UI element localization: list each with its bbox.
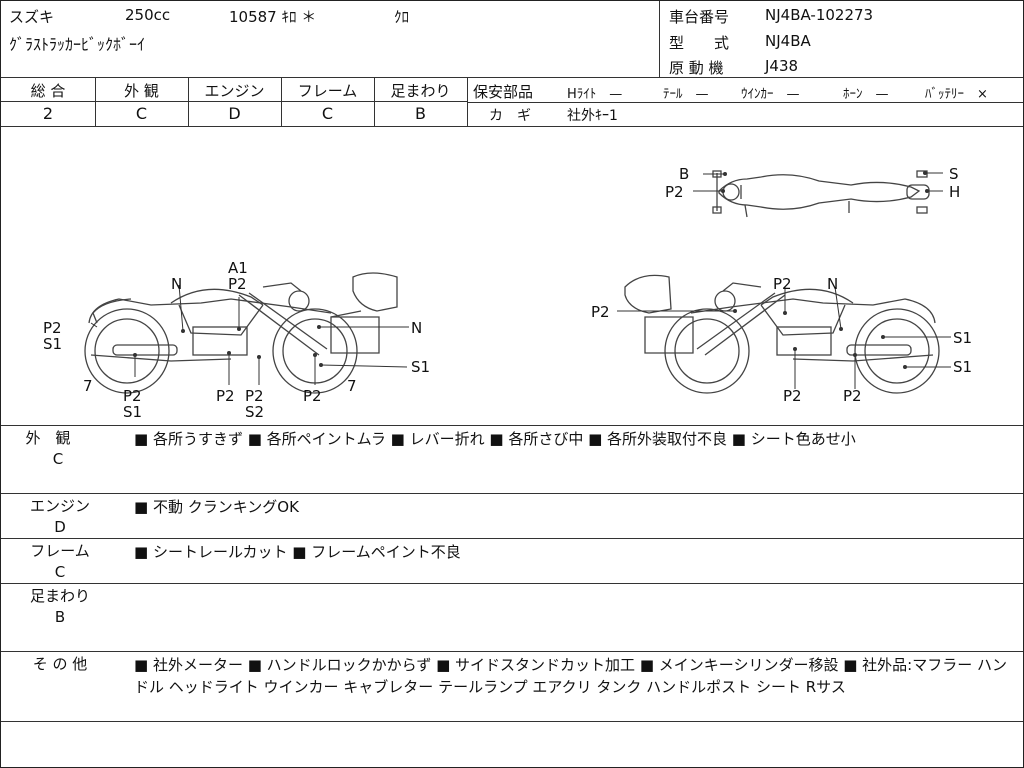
diagram-label: S1 (953, 358, 972, 376)
engine-value: J438 (765, 57, 799, 75)
remark-text-engine: ■ 不動 クランキングOK (134, 498, 299, 516)
diagram-label: P2 (843, 387, 862, 405)
remark-label-engine: エンジン (29, 497, 90, 515)
remark-text-frame: ■ シートレールカット ■ フレームペイント不良 (134, 543, 461, 561)
safety-battery: ﾊﾞｯﾃﾘｰ × (925, 87, 988, 102)
diagram-label: P2 (245, 387, 264, 405)
diagram-label: S1 (953, 329, 972, 347)
frame-no-label: 車台番号 (669, 8, 730, 26)
remark-text-other: ■ 社外メーター ■ ハンドルロックかからず ■ サイドスタンドカット加工 ■ … (134, 656, 1008, 696)
diagram-label: 7 (83, 377, 93, 395)
safety-headlight: Hﾗｲﾄ — (567, 87, 623, 102)
diagram-label: N (411, 319, 422, 337)
diagram-label: P2 (43, 319, 62, 337)
diagram-label: P2 (783, 387, 802, 405)
type-value: NJ4BA (765, 32, 811, 50)
model-name: ｸﾞﾗｽﾄﾗｯｶｰﾋﾞｯｸﾎﾞｰｲ (9, 35, 146, 54)
diagram-label: S1 (123, 403, 142, 421)
safety-label: 保安部品 (473, 83, 534, 101)
grade-value-exterior: C (135, 104, 148, 123)
displacement: 250cc (125, 6, 171, 24)
frame-no: NJ4BA-102273 (765, 6, 874, 24)
diagram-label: A1 (228, 259, 248, 277)
maker-name: スズキ (9, 8, 55, 26)
diagram-label: 7 (347, 377, 357, 395)
diagram-label: P2 (591, 303, 610, 321)
diagram-label: P2 (665, 183, 684, 201)
diagram-label: S2 (245, 403, 264, 421)
diagram-label: N (171, 275, 182, 293)
diagram-label: P2 (228, 275, 247, 293)
key-value: 社外ｷｰ1 (567, 108, 618, 124)
grade-value-overall: 2 (42, 104, 54, 123)
motorcycle-right-view (624, 274, 940, 394)
diagram-label: P2 (773, 275, 792, 293)
key-label: カ ギ (489, 108, 531, 124)
grade-value-frame: C (321, 104, 334, 123)
diagram-label: S (949, 165, 959, 183)
grade-label-suspension: 足まわり (390, 82, 451, 100)
safety-winker: ｳｲﾝｶｰ — (741, 87, 800, 102)
safety-tail: ﾃｰﾙ — (663, 87, 709, 102)
type-label: 型 式 (669, 34, 730, 52)
grade-label-frame: フレーム (297, 82, 358, 100)
remark-label-other: そ の 他 (32, 655, 88, 673)
grade-label-exterior: 外 観 (124, 82, 159, 100)
diagram-label: S1 (43, 335, 62, 353)
remark-label-suspension: 足まわり (29, 587, 90, 605)
motorcycle-top-view (712, 170, 930, 218)
damage-diagram: B P2 S H A1 P2 N P2 S1 N S1 7 P2 S1 7 P2… (43, 165, 972, 421)
diagram-label: H (949, 183, 960, 201)
grade-label-overall: 総 合 (30, 82, 66, 100)
remark-label-exterior: 外 観 (25, 429, 71, 447)
grade-value-engine: D (228, 104, 241, 123)
diagram-label: S1 (411, 358, 430, 376)
diagram-label: P2 (303, 387, 322, 405)
diagram-label: P2 (123, 387, 142, 405)
remark-label-frame: フレーム (30, 542, 90, 560)
mileage: 10587 ｷﾛ ＊ (229, 8, 317, 26)
color: ｸﾛ (394, 8, 410, 26)
remark-grade-frame: C (54, 563, 66, 581)
grade-value-suspension: B (415, 104, 426, 123)
diagram-label: P2 (216, 387, 235, 405)
grade-label-engine: エンジン (204, 82, 265, 100)
diagram-label: B (679, 165, 689, 183)
diagram-label: N (827, 275, 838, 293)
remark-grade-suspension: B (54, 608, 66, 626)
remark-grade-engine: D (54, 518, 66, 536)
remark-grade-exterior: C (52, 450, 64, 468)
engine-label: 原 動 機 (669, 59, 724, 77)
safety-horn: ﾎｰﾝ — (843, 87, 889, 102)
remark-text-exterior: ■ 各所うすきず ■ 各所ペイントムラ ■ レバー折れ ■ 各所さび中 ■ 各所… (134, 430, 856, 448)
